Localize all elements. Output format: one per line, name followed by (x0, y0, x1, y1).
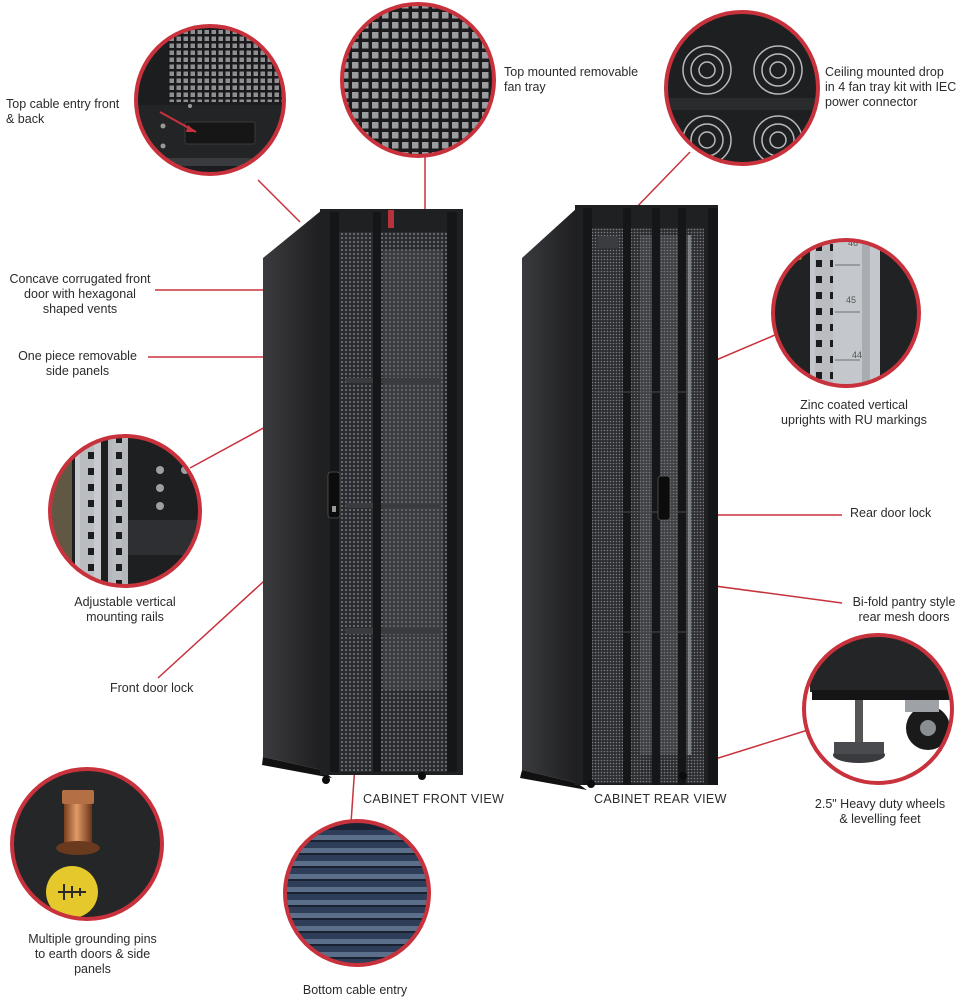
label-side-panels: One piece removable side panels (18, 349, 137, 378)
detail-grounding-pin (10, 767, 164, 921)
detail-zinc-uprights: 46 45 44 (771, 238, 921, 388)
label-zinc-uprights: Zinc coated vertical uprights with RU ma… (781, 398, 927, 427)
ru-marking-44: 44 (852, 350, 862, 360)
label-bottom-entry: Bottom cable entry (302, 983, 408, 997)
label-ceiling-fan: Ceiling mounted drop in 4 fan tray kit w… (825, 65, 957, 109)
detail-ceiling-fans (664, 10, 820, 166)
cabinet-front (262, 209, 463, 784)
label-top-cable-entry: Top cable entry front & back (6, 97, 120, 126)
detail-bottom-cable-entry (283, 819, 431, 967)
caption-front-view: CABINET FRONT VIEW (363, 792, 505, 806)
label-fan-tray: Top mounted removable fan tray (504, 65, 639, 94)
label-concave-door: Concave corrugated front door with hexag… (9, 272, 151, 316)
detail-adjustable-rails (48, 434, 202, 588)
label-wheels: 2.5" Heavy duty wheels & levelling feet (814, 797, 946, 826)
detail-fan-tray (340, 2, 496, 158)
label-rear-lock: Rear door lock (850, 506, 932, 520)
detail-wheels (802, 633, 954, 785)
ru-marking-45: 45 (846, 295, 856, 305)
earth-ground-icon (46, 866, 98, 918)
leader-lines (148, 151, 843, 824)
label-bifold-doors: Bi-fold pantry style rear mesh doors (852, 595, 956, 624)
label-front-lock: Front door lock (110, 681, 194, 695)
cabinet-rear (520, 205, 718, 790)
label-grounding: Multiple grounding pins to earth doors &… (28, 932, 157, 976)
detail-top-cable-entry (134, 24, 286, 176)
caption-rear-view: CABINET REAR VIEW (594, 792, 727, 806)
ru-marking-46: 46 (848, 238, 858, 248)
label-adjustable-rails: Adjustable vertical mounting rails (74, 595, 176, 624)
